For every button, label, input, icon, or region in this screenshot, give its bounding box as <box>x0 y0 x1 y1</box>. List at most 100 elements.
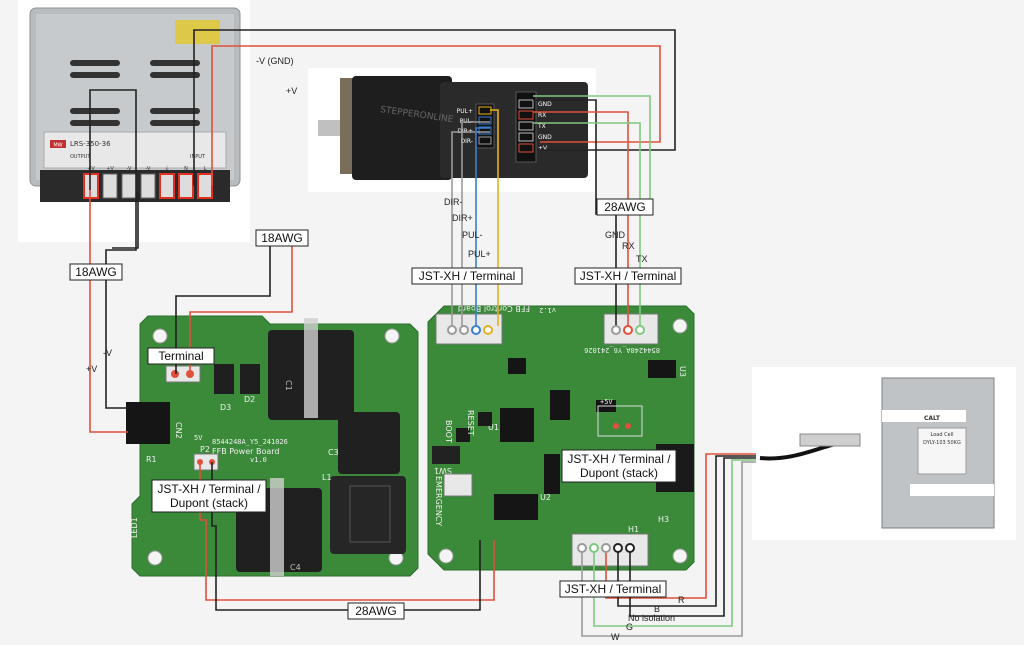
load-cell-model: DYLY-103 50KG <box>923 440 961 446</box>
psu-terminal-label: L <box>204 166 207 172</box>
connector-pin <box>459 325 469 335</box>
psu-output-label: OUTPUT <box>70 154 91 160</box>
wire <box>211 45 661 186</box>
load-cell-brand: CALT <box>924 415 941 422</box>
power-board-label-led1: LED1 <box>130 517 139 538</box>
connector-pin <box>447 325 457 335</box>
connector-pin <box>577 543 587 553</box>
wire-label-g: G <box>626 622 633 632</box>
control-board-label-emergency: EMERGENCY <box>434 476 443 526</box>
motor-pin <box>478 136 492 145</box>
wire-label-gnd: GND <box>605 230 626 240</box>
power-board-label-c1: C1 <box>284 380 293 391</box>
motor-pin <box>518 132 534 142</box>
power-board-label-d3: D3 <box>220 403 231 412</box>
control-board-label-u2: U2 <box>540 493 551 502</box>
connector-pin <box>613 543 623 553</box>
psu-terminal-label: -V <box>127 166 133 172</box>
wire-labels: -V (GND) +V -V +V DIR- DIR+ PUL- PUL+ GN… <box>86 56 685 642</box>
connector-pin <box>483 325 493 335</box>
control-board-label-reset: RESET <box>466 410 475 436</box>
connector-pin <box>589 543 599 553</box>
wire <box>490 109 499 326</box>
motor-pin <box>518 143 534 153</box>
svg-text:18AWG: 18AWG <box>75 265 117 279</box>
power-board-label-r1: R1 <box>146 455 157 464</box>
stepper-motor-photo: STEPPERONLINE PUL+PUL-DIR+DIR- GNDRXTXGN… <box>308 68 596 192</box>
connector-pin <box>623 325 633 335</box>
wire <box>581 461 756 637</box>
wire <box>533 111 629 326</box>
power-board-label-l1: L1 <box>322 473 332 482</box>
wire-label-dir-minus: DIR- <box>444 197 463 207</box>
wire-label-pos-v: +V <box>286 86 297 96</box>
wire-label-dir-plus: DIR+ <box>452 213 473 223</box>
motor-pin-label: RX <box>538 112 546 119</box>
control-board-label-h1: H1 <box>628 525 639 534</box>
svg-text:18AWG: 18AWG <box>261 231 303 245</box>
motor-pin-label: GND <box>538 101 552 108</box>
control-board-version: v1.2 <box>539 306 556 314</box>
wire-label-pul-plus: PUL+ <box>468 249 491 259</box>
callout-awg18-top: 18AWG <box>255 229 309 247</box>
psu-terminal <box>140 173 156 199</box>
load-cell-title: Load Cell <box>931 432 954 438</box>
motor-pin <box>518 121 534 131</box>
psu-terminal <box>159 173 175 199</box>
callout-awg28-bottom: 28AWG <box>347 602 405 620</box>
svg-text:JST-XH / Terminal: JST-XH / Terminal <box>419 269 515 283</box>
callout-awg28-top: 28AWG <box>596 198 654 216</box>
power-board-version: v1.0 <box>250 456 267 464</box>
wire <box>451 131 490 326</box>
svg-text:JST-XH / Terminal: JST-XH / Terminal <box>565 582 661 596</box>
connector-pin <box>635 325 645 335</box>
psu-terminal <box>197 173 213 199</box>
power-board-label-c3: C3 <box>328 448 339 457</box>
svg-text:JST-XH / Terminal: JST-XH / Terminal <box>580 269 676 283</box>
psu-terminal-label: +V <box>87 166 95 172</box>
psu-terminal-label: ⏚ <box>164 165 169 172</box>
callout-jst-dupont-power-text: JST-XH / Terminal /Dupont (stack) <box>157 482 261 510</box>
power-board-code: 8544248A_Y5_241026 <box>212 438 288 446</box>
connector-pin <box>611 325 621 335</box>
psu-terminal <box>121 173 137 199</box>
callouts: 18AWG 18AWG 28AWG 28AWG Terminal JST-XH … <box>69 198 682 620</box>
motor-pin <box>478 126 492 135</box>
wire-label-b: B <box>654 604 660 614</box>
psu-terminal <box>83 173 99 199</box>
load-cell-photo: Load Cell DYLY-103 50KG CALT <box>752 367 1016 540</box>
callout-jst-dupont-control-text: JST-XH / Terminal /Dupont (stack) <box>567 452 671 480</box>
control-board-label-sw1: SW1 <box>434 466 452 475</box>
wire-label-no-isolation: No isolation <box>628 613 675 623</box>
control-board-label-u1: U1 <box>488 423 499 432</box>
wire-label-neg-gnd: -V (GND) <box>256 56 294 66</box>
wire <box>211 462 481 611</box>
wire <box>533 99 617 326</box>
wire <box>89 89 137 409</box>
control-board-5v: +5V <box>600 398 613 406</box>
callout-jst-left: JST-XH / Terminal <box>411 267 523 285</box>
svg-text:Terminal: Terminal <box>158 349 203 363</box>
wire <box>533 122 641 326</box>
psu-brand: MW <box>53 143 62 149</box>
callout-jst-right: JST-XH / Terminal <box>574 267 682 285</box>
ffb-control-board: FFB Control Board v1.2 8544248A_Y6_24102… <box>427 304 695 571</box>
wire-label-rx: RX <box>622 241 635 251</box>
wire <box>112 192 139 249</box>
motor-pin <box>518 110 534 120</box>
power-board-5v: 5V <box>194 434 203 442</box>
psu-terminal <box>102 173 118 199</box>
wire <box>461 121 490 326</box>
motor-pin-label: TX <box>537 123 546 130</box>
wire <box>175 246 271 374</box>
psu-input-label: INPUT <box>190 154 206 160</box>
power-board-label-cn2: CN2 <box>174 422 183 439</box>
control-board-code: 8544248A_Y6_241026 <box>584 346 660 354</box>
wire <box>475 127 490 326</box>
control-board-title: FFB Control Board <box>458 304 530 313</box>
power-board-label-c4: C4 <box>290 563 301 572</box>
wire-label-pul-minus: PUL- <box>462 230 483 240</box>
power-board-label-d2: D2 <box>244 395 255 404</box>
wire <box>189 246 293 374</box>
wire-label-w: W <box>611 632 620 642</box>
